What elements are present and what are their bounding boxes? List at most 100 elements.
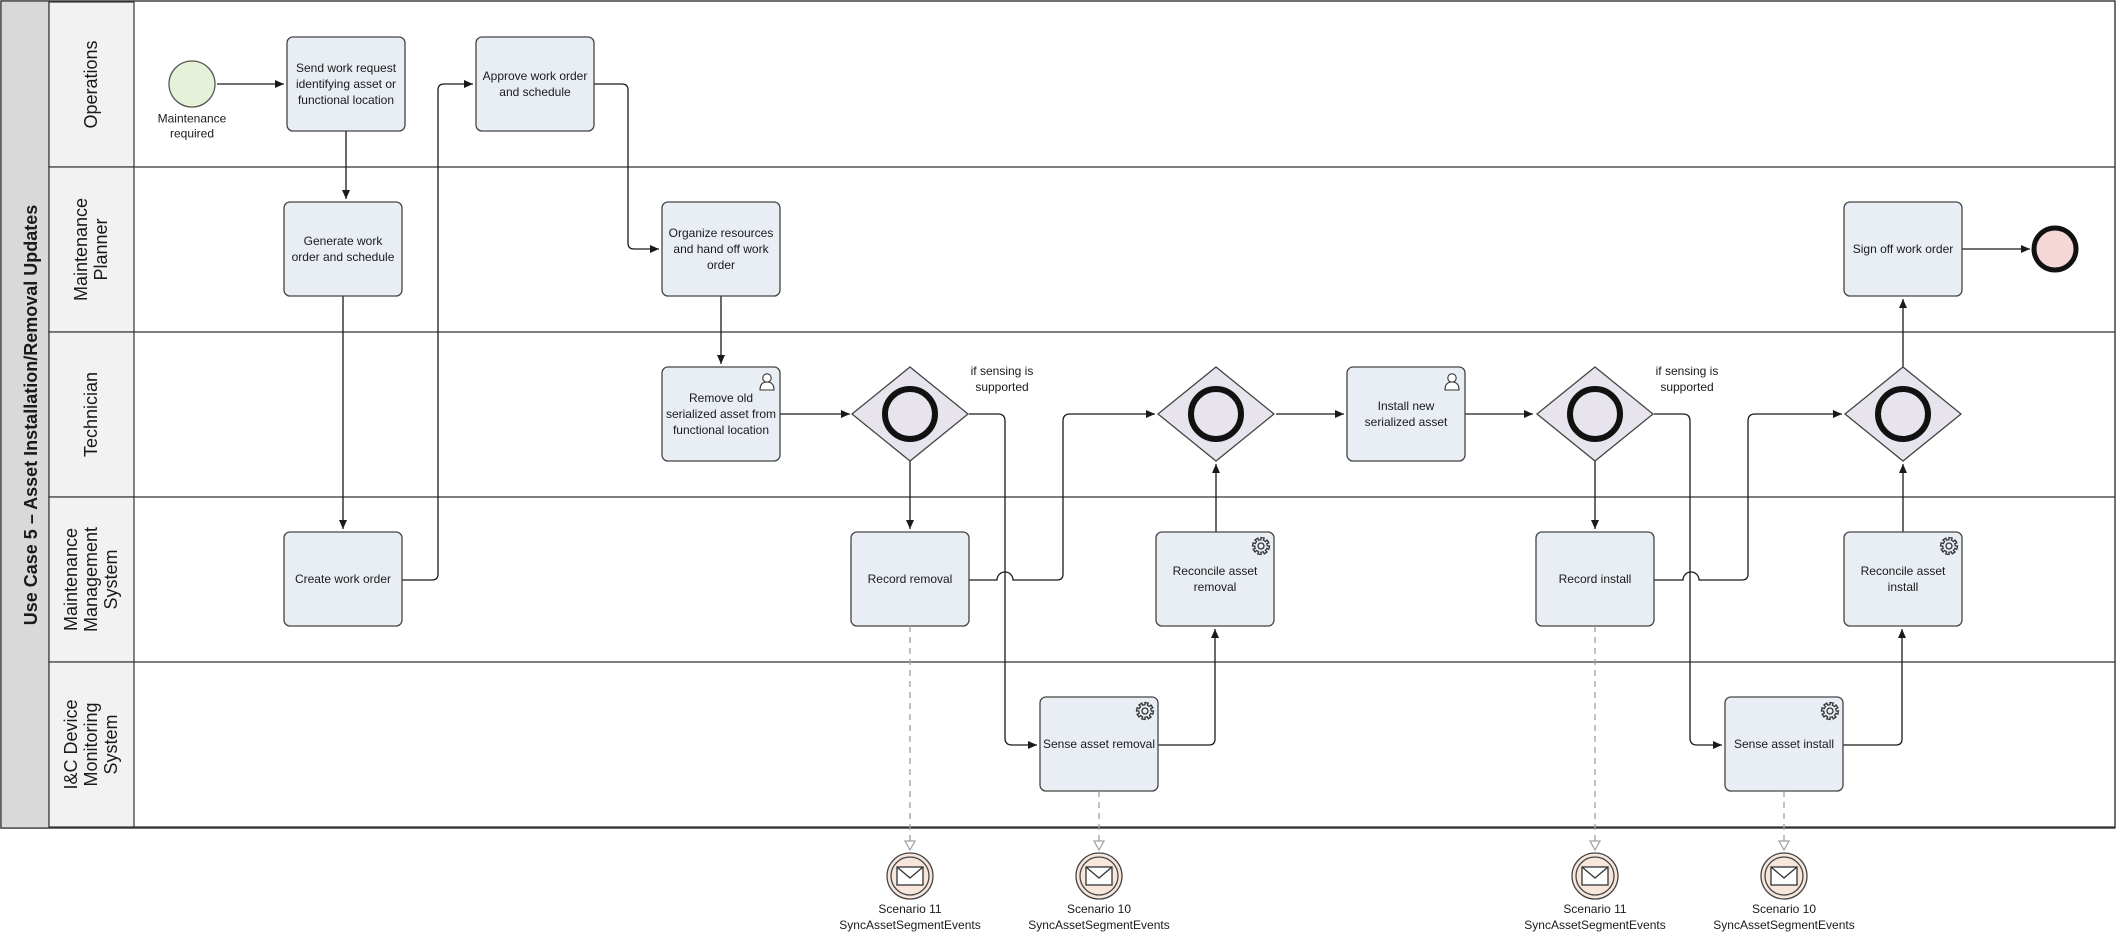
task-label: Approve work order: [483, 69, 588, 83]
lane-header: [48, 1, 135, 168]
message-event[interactable]: Scenario 10 SyncAssetSegmentEvents: [1028, 852, 1170, 932]
sequence-flow: [1654, 413, 1722, 749]
task-box[interactable]: [286, 36, 406, 132]
task-sense-asset-install[interactable]: Sense asset install: [1724, 696, 1844, 792]
lane-header: [48, 166, 135, 333]
task-label: order: [707, 258, 735, 272]
lane-label: Technician: [81, 372, 101, 457]
task-label: order and schedule: [292, 250, 395, 264]
sequence-flow: [1654, 410, 1842, 581]
task-label: removal: [1194, 580, 1237, 594]
task-label: Record removal: [868, 572, 953, 586]
message-event-label: SyncAssetSegmentEvents: [1713, 918, 1854, 932]
lane-header: [48, 331, 135, 498]
gateway-event-marker: [1567, 386, 1623, 442]
message-event-label: SyncAssetSegmentEvents: [839, 918, 980, 932]
lane-label: Maintenance: [71, 198, 91, 301]
task-label: Reconcile asset: [1173, 564, 1258, 578]
task-install-new-serialized-asset[interactable]: Install new serialized asset: [1346, 366, 1466, 462]
start-event-label: Maintenance: [158, 112, 227, 126]
task-box[interactable]: [475, 36, 595, 132]
message-event-label: Scenario 11: [878, 902, 941, 916]
lane-label: Operations: [81, 40, 101, 128]
message-event-label: SyncAssetSegmentEvents: [1028, 918, 1169, 932]
task-box[interactable]: [1843, 531, 1963, 627]
task-record-removal[interactable]: Record removal: [850, 531, 970, 627]
task-box[interactable]: [1346, 366, 1466, 462]
task-reconcile-asset-install[interactable]: Reconcile asset install: [1843, 531, 1963, 627]
gateway-g4[interactable]: [1843, 366, 1963, 462]
task-box[interactable]: [661, 201, 781, 297]
lane-label: Monitoring: [81, 702, 101, 786]
task-label: Organize resources: [669, 226, 774, 240]
task-send-work-request-identifying-asset-or-functional-location[interactable]: Send work request identifying asset or fun…: [286, 36, 406, 132]
gateway-event-marker: [1875, 386, 1931, 442]
gear-icon: [1251, 536, 1271, 556]
pool-title: Use Case 5 – Asset Installation/Removal …: [21, 205, 41, 626]
task-label: functional location: [298, 93, 394, 107]
message-event[interactable]: Scenario 11 SyncAssetSegmentEvents: [839, 852, 981, 932]
gateway-annotation: if sensing is: [1656, 364, 1719, 378]
start-event-label: required: [170, 127, 214, 141]
gear-icon: [1820, 701, 1840, 721]
sequence-flow: [1843, 629, 1906, 746]
task-box[interactable]: [1843, 201, 1963, 297]
envelope-icon: [1085, 866, 1113, 886]
task-sense-asset-removal[interactable]: Sense asset removal: [1039, 696, 1159, 792]
message-event-label: Scenario 10: [1067, 902, 1131, 916]
lane-label: System: [101, 714, 121, 774]
sequence-flow: [1158, 629, 1219, 746]
task-label: and schedule: [499, 85, 571, 99]
lane-label: Management: [81, 527, 101, 632]
lane-header: [48, 661, 135, 828]
lane-tech: Technician: [48, 331, 2115, 498]
user-icon: [759, 373, 775, 391]
gateway-annotation: if sensing is: [971, 364, 1034, 378]
task-record-install[interactable]: Record install: [1535, 531, 1655, 627]
message-event[interactable]: Scenario 10 SyncAssetSegmentEvents: [1713, 852, 1855, 932]
task-label: Sense asset removal: [1043, 737, 1155, 751]
task-box[interactable]: [1155, 531, 1275, 627]
task-label: Reconcile asset: [1861, 564, 1946, 578]
lane-header: [48, 496, 135, 663]
start-event[interactable]: [168, 60, 216, 108]
gateway-g3[interactable]: if sensing is supported: [1535, 364, 1719, 462]
task-label: Remove old: [689, 391, 753, 405]
envelope-icon: [896, 866, 924, 886]
task-label: identifying asset or: [296, 77, 396, 91]
task-sign-off-work-order[interactable]: Sign off work order: [1843, 201, 1963, 297]
task-box[interactable]: [283, 531, 403, 627]
lane-label: I&C Device: [61, 699, 81, 789]
task-create-work-order[interactable]: Create work order: [283, 531, 403, 627]
task-label: serialized asset: [1365, 415, 1448, 429]
gateway-event-marker: [1188, 386, 1244, 442]
message-event-label: Scenario 10: [1752, 902, 1816, 916]
end-event[interactable]: [2031, 225, 2079, 273]
gear-icon: [1939, 536, 1959, 556]
task-label: Create work order: [295, 572, 391, 586]
gateway-event-marker: [882, 386, 938, 442]
gateway-annotation: supported: [1660, 380, 1713, 394]
sequence-flow: [402, 80, 473, 581]
envelope-icon: [1770, 866, 1798, 886]
task-label: install: [1888, 580, 1919, 594]
task-reconcile-asset-removal[interactable]: Reconcile asset removal: [1155, 531, 1275, 627]
task-label: Record install: [1559, 572, 1632, 586]
task-approve-work-order-and-schedule[interactable]: Approve work order and schedule: [475, 36, 595, 132]
gateway-g2[interactable]: [1156, 366, 1276, 462]
task-label: Install new: [1378, 399, 1435, 413]
task-box[interactable]: [283, 201, 403, 297]
task-label: Send work request: [296, 61, 397, 75]
task-box[interactable]: [661, 366, 781, 462]
lane-label: Planner: [91, 218, 111, 280]
sequence-flow: [969, 413, 1037, 749]
sequence-flow: [594, 83, 659, 253]
